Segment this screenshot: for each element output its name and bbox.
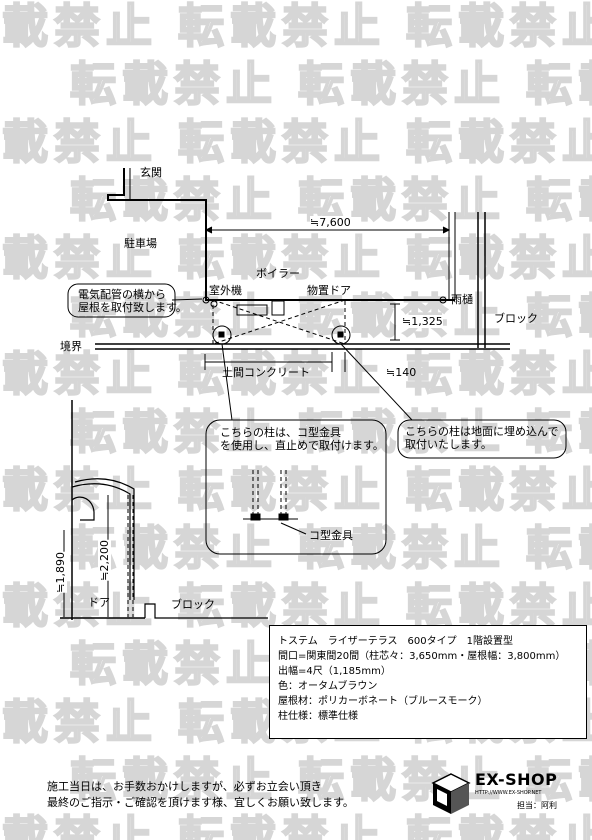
watermark-text: 転載禁止	[406, 579, 592, 633]
detail-right-leader	[341, 344, 412, 420]
boiler-box	[272, 301, 284, 315]
bracket-label: コ型金具	[309, 529, 353, 542]
watermark-text: 転載禁止	[406, 0, 592, 53]
site-note: 施工当日は、お手数おかけしますが、必ずお立会い頂き 最終のご指示・ご確認を頂けま…	[47, 779, 354, 811]
boiler-label: ボイラー	[256, 267, 300, 280]
pipe-left	[203, 297, 209, 303]
watermark-text: 転載禁止	[0, 347, 158, 401]
dim-7600-arrow-right	[443, 227, 449, 233]
dim-7600-arrow-left	[206, 227, 212, 233]
post-left	[219, 332, 224, 337]
logo-url: HTTP://WWW.EX-SHOP.NET	[475, 790, 542, 796]
terrace-diagonal-1	[213, 300, 345, 344]
watermark-text: 転載禁止	[526, 289, 592, 343]
elev-door	[72, 497, 94, 520]
entrance-label: 玄関	[140, 166, 162, 179]
pipe-unit	[211, 301, 217, 307]
terrace-footprint	[213, 300, 345, 344]
watermark-text: 転載禁止	[298, 521, 506, 575]
staff-label: 担当：阿利	[517, 801, 557, 810]
note-line: 施工当日は、お手数おかけしますが、必ずお立会い頂き	[47, 780, 322, 793]
detail-bracket-leader	[281, 523, 306, 534]
callout-left-leader	[172, 299, 202, 300]
block-elev-label: ブロック	[171, 598, 215, 611]
spec-box: トステム ライザーテラス 600タイプ 1階設置型 間口=関東間20間（柱芯々：…	[269, 625, 587, 739]
watermark-text: 転載禁止	[526, 405, 592, 459]
ex-shop-logo: EX-SHOP HTTP://WWW.EX-SHOP.NET 担当：阿利	[431, 770, 589, 820]
watermark-text: 転載禁止	[526, 753, 592, 807]
watermark-text: 転載禁止	[70, 753, 278, 807]
watermark-text: 転載禁止	[0, 463, 158, 517]
watermark-text: 転載禁止	[178, 463, 386, 517]
note-line: 最終のご指示・ご確認を頂けます様、宜しくお願い致します。	[47, 796, 354, 809]
detail-left-text: こちらの柱は、コ型金具 を使用し、直止めで取付けます。	[220, 426, 384, 452]
watermark-text: 転載禁止	[70, 57, 278, 111]
gutter-label: 雨樋	[451, 293, 473, 306]
logo-brand: EX-SHOP	[475, 770, 558, 789]
outdoor-unit	[237, 305, 267, 315]
watermark-text: 転載禁止	[406, 347, 592, 401]
watermark-text: 転載禁止	[178, 579, 386, 633]
spec-line: 屋根材：ポリカーボネート（ブルースモーク）	[278, 696, 488, 707]
watermark-text: 転載禁止	[178, 0, 386, 53]
watermark-text: 転載禁止	[406, 463, 592, 517]
watermark-text: 転載禁止	[70, 637, 278, 691]
elev-block	[145, 604, 268, 618]
watermark-text: 転載禁止	[178, 115, 386, 169]
dim-width-label: ≒7,600	[310, 216, 351, 229]
elev-roof-2	[75, 479, 134, 600]
concrete-label: 土間コンクリート	[222, 366, 310, 379]
house-wall	[108, 168, 455, 300]
detail-left-bubble	[206, 420, 386, 554]
outdoor-unit-label: 室外機	[209, 284, 242, 297]
detail-right-bubble	[398, 420, 566, 458]
watermark-text: 転載禁止	[526, 521, 592, 575]
watermark-text: 転載禁止	[0, 811, 158, 840]
detail-left-leader	[222, 344, 232, 420]
watermark-text: 転載禁止	[526, 173, 592, 227]
spec-line: トステム ライザーテラス 600タイプ 1階設置型	[278, 636, 513, 647]
storage-door-label: 物置ドア	[307, 284, 351, 297]
watermark-text: 転載禁止	[0, 579, 158, 633]
watermark-text: 転載禁止	[406, 231, 592, 285]
watermark-text: 転載禁止	[0, 695, 158, 749]
callout-left-bubble	[68, 284, 175, 317]
door-elev-label: ドア	[88, 596, 110, 609]
watermark-text: 転載禁止	[406, 811, 592, 840]
post-right	[338, 332, 343, 337]
parking-label: 駐車場	[124, 237, 157, 250]
boundary-label: 境界	[60, 340, 82, 353]
watermark-text: 転載禁止	[0, 231, 158, 285]
callout-left-text: 電気配管の横から 屋根を取付致します。	[78, 288, 187, 314]
dim-140-label: ≒140	[386, 366, 417, 379]
terrace-diagonal-2	[213, 300, 345, 344]
dim-depth-label: ≒1,325	[402, 315, 443, 328]
watermark-text: 転載禁止	[70, 289, 278, 343]
watermark-text: 転載禁止	[70, 405, 278, 459]
watermark-text: 転載禁止	[298, 57, 506, 111]
spec-line: 間口=関東間20間（柱芯々：3,650mm・屋根幅：3,800mm）	[278, 651, 566, 662]
watermark-text: 転載禁止	[178, 347, 386, 401]
block-plan-label: ブロック	[494, 312, 538, 325]
detail-right-text: こちらの柱は地面に埋め込んで 取付いたします。	[405, 425, 559, 451]
pipe-gutter	[440, 297, 446, 303]
watermark-text: 転載禁止	[526, 57, 592, 111]
watermark-text: 転載禁止	[406, 115, 592, 169]
spec-line: 色：オータムブラウン	[278, 681, 378, 692]
watermark-text: 転載禁止	[178, 811, 386, 840]
watermark-text: 転載禁止	[0, 0, 158, 53]
elev-roof	[72, 484, 130, 600]
detail-bracket-l	[251, 514, 260, 520]
dim-2200-label: ≒2,200	[98, 540, 111, 581]
dim-1890-label: ≒1,890	[54, 552, 67, 593]
spec-line: 柱仕様：標準仕様	[278, 711, 358, 722]
block-wall	[478, 212, 485, 348]
spec-line: 出幅=4尺（1,185mm）	[278, 666, 391, 677]
detail-bracket-r	[279, 514, 288, 520]
cube-logo-icon	[431, 773, 471, 814]
watermark-text: 転載禁止	[0, 115, 158, 169]
watermark-text: 転載禁止	[178, 231, 386, 285]
